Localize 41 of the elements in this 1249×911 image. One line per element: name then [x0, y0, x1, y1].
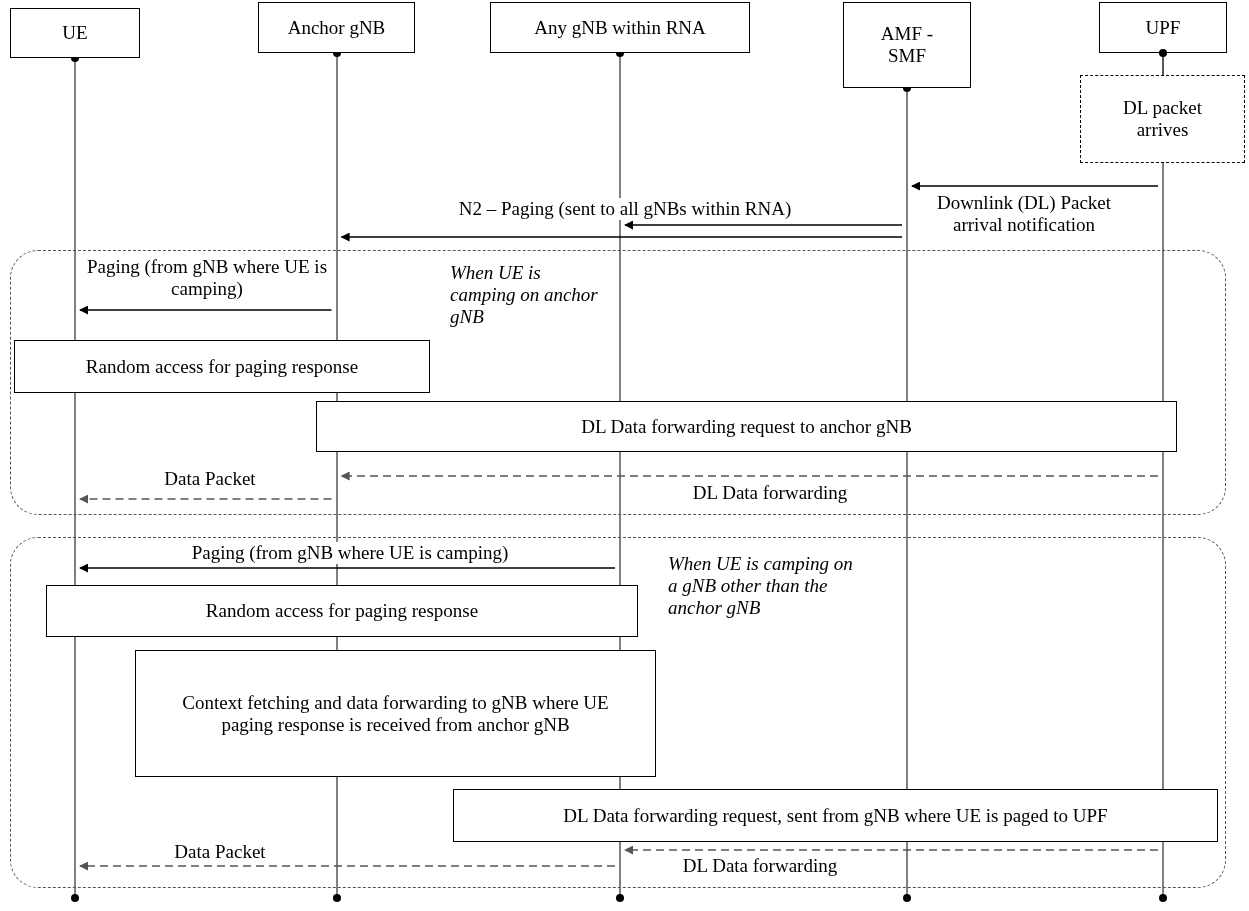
process-box — [453, 789, 1218, 842]
participant-box — [1099, 2, 1227, 53]
box-label: Random access for paging response — [205, 600, 479, 622]
box-label: DL Data forwarding request to anchor gNB — [581, 415, 912, 438]
dashed-arrow — [624, 845, 1159, 855]
dashed-arrow — [79, 494, 333, 504]
box-label: Context fetching and data forwarding to gNB where UE paging response is received from anchor gNB — [181, 691, 610, 736]
arrow — [79, 563, 616, 573]
box-label: DL Data forwarding request, sent from gNB where UE is paged to UPF — [563, 804, 1108, 827]
process-box — [14, 340, 430, 393]
scenario-note: When UE is camping on a gNB other than the anchor gNB — [668, 553, 854, 619]
participant-box — [490, 2, 750, 53]
box-label: UPF — [1145, 16, 1181, 39]
participant-box — [258, 2, 415, 53]
dashed-arrow — [79, 861, 616, 871]
process-box — [135, 650, 656, 777]
process-box — [46, 585, 638, 637]
scenario-frame — [10, 537, 1226, 888]
participant-box — [843, 2, 971, 88]
edge-label: N2 – Paging (sent to all gNBs within RNA) — [456, 198, 794, 220]
box-label: AMF - SMF — [879, 23, 935, 67]
event-box — [1080, 75, 1245, 163]
dashed-arrow — [340, 471, 1159, 481]
arrow — [340, 232, 903, 242]
edge-label: DL Data forwarding — [690, 482, 850, 504]
box-label: DL packet arrives — [1122, 97, 1203, 141]
box-label: Any gNB within RNA — [534, 16, 706, 39]
edge-label: DL Data forwarding — [680, 855, 840, 877]
connector-line — [1159, 49, 1167, 76]
box-label: UE — [62, 22, 88, 44]
box-label: Anchor gNB — [287, 16, 386, 39]
participant-box — [10, 8, 140, 58]
process-box — [316, 401, 1177, 452]
arrow — [79, 305, 333, 315]
scenario-frame — [10, 250, 1226, 515]
arrow — [911, 181, 1159, 191]
edge-label: Paging (from gNB where UE is camping) — [189, 542, 511, 564]
edge-label: Paging (from gNB where UE is camping) — [84, 256, 330, 300]
arrow — [624, 220, 903, 230]
scenario-note: When UE is camping on anchor gNB — [450, 262, 599, 328]
box-label: Random access for paging response — [85, 355, 359, 378]
